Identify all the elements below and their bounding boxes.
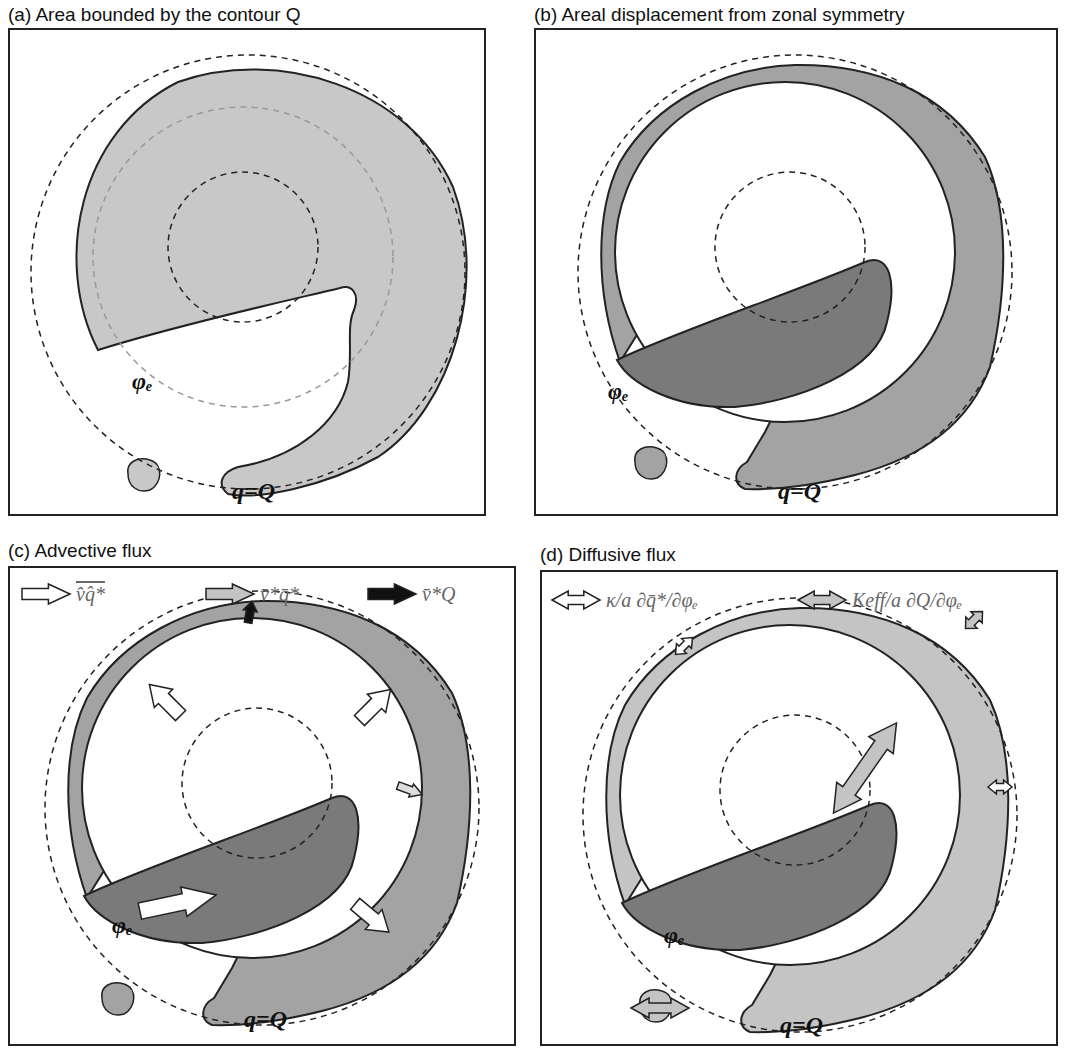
flux-arrow (798, 591, 846, 609)
legend-symbol: v̂q̂* (76, 583, 105, 606)
contour-label: q=Q (244, 1006, 287, 1033)
panel-frame (8, 28, 486, 516)
flux-arrow (351, 898, 389, 932)
flux-arrow (206, 584, 254, 604)
flux-arrow (243, 601, 257, 623)
flux-arrow (368, 584, 416, 604)
flux-arrow (354, 689, 390, 725)
panel-title: (b) Areal displacement from zonal symmet… (534, 4, 905, 26)
figure-panel: (c) Advective flux (8, 540, 516, 1046)
legend-symbol: v̄*q̄* (260, 583, 299, 606)
figure-panel: (d) Diffusive flux (540, 544, 1058, 1046)
contour-label: q=Q (780, 1012, 823, 1039)
flux-arrow (631, 998, 689, 1018)
latitude-label: φₑ (608, 378, 629, 405)
latitude-label: φₑ (664, 922, 685, 949)
panel-frame (8, 566, 516, 1046)
legend-symbol: v̄*Q (422, 583, 455, 606)
flux-arrow (988, 780, 1012, 794)
panel-frame (540, 570, 1058, 1046)
panel-title: (a) Area bounded by the contour Q (8, 4, 301, 26)
panel-frame (534, 28, 1058, 516)
legend-symbol: Keff/a ∂Q/∂φₑ (852, 589, 962, 612)
flux-arrow (552, 591, 600, 609)
latitude-label: φₑ (112, 912, 133, 939)
flux-arrow (397, 782, 423, 797)
panel-title: (d) Diffusive flux (540, 544, 676, 566)
contour-label: q=Q (778, 478, 821, 505)
latitude-label: φₑ (132, 368, 153, 395)
flux-arrow (149, 684, 185, 720)
flux-arrow (138, 887, 216, 919)
contour-label: q=Q (232, 478, 275, 505)
panel-title: (c) Advective flux (8, 540, 152, 562)
flux-arrow (834, 723, 897, 813)
flux-arrow (966, 612, 983, 629)
flux-arrow (22, 584, 70, 604)
legend-symbol: κ/a ∂q̄*/∂φₑ (606, 589, 698, 612)
flux-arrow (676, 638, 693, 655)
figure-panel: (a) Area bounded by the contour Q (8, 4, 486, 516)
figure-panel: (b) Areal displacement from zonal symmet… (534, 4, 1058, 516)
